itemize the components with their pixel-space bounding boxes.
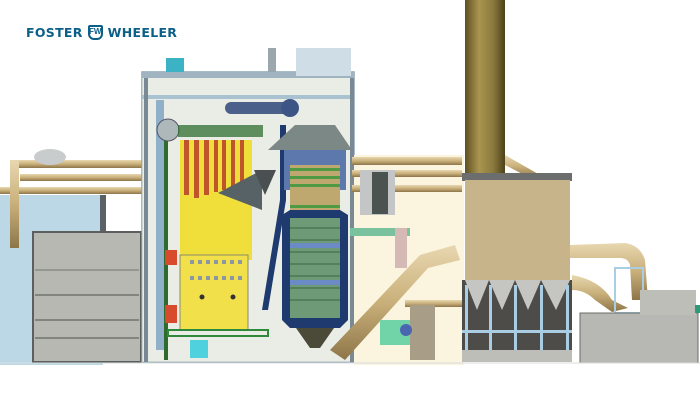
mid-equipment bbox=[330, 155, 464, 365]
right-equipment bbox=[570, 243, 700, 364]
baghouse-filter bbox=[462, 173, 572, 362]
convective-backpass bbox=[268, 125, 352, 348]
furnace bbox=[165, 125, 269, 358]
left-aux-area bbox=[0, 149, 142, 365]
logo-mark-icon: FW bbox=[87, 24, 103, 40]
foster-wheeler-logo: FOSTER FW WHEELER bbox=[26, 23, 177, 41]
cyclone-separator bbox=[254, 125, 286, 310]
logo-word-foster: FOSTER bbox=[26, 24, 83, 40]
chimney-stack bbox=[465, 0, 505, 175]
logo-word-wheeler: WHEELER bbox=[107, 24, 178, 40]
